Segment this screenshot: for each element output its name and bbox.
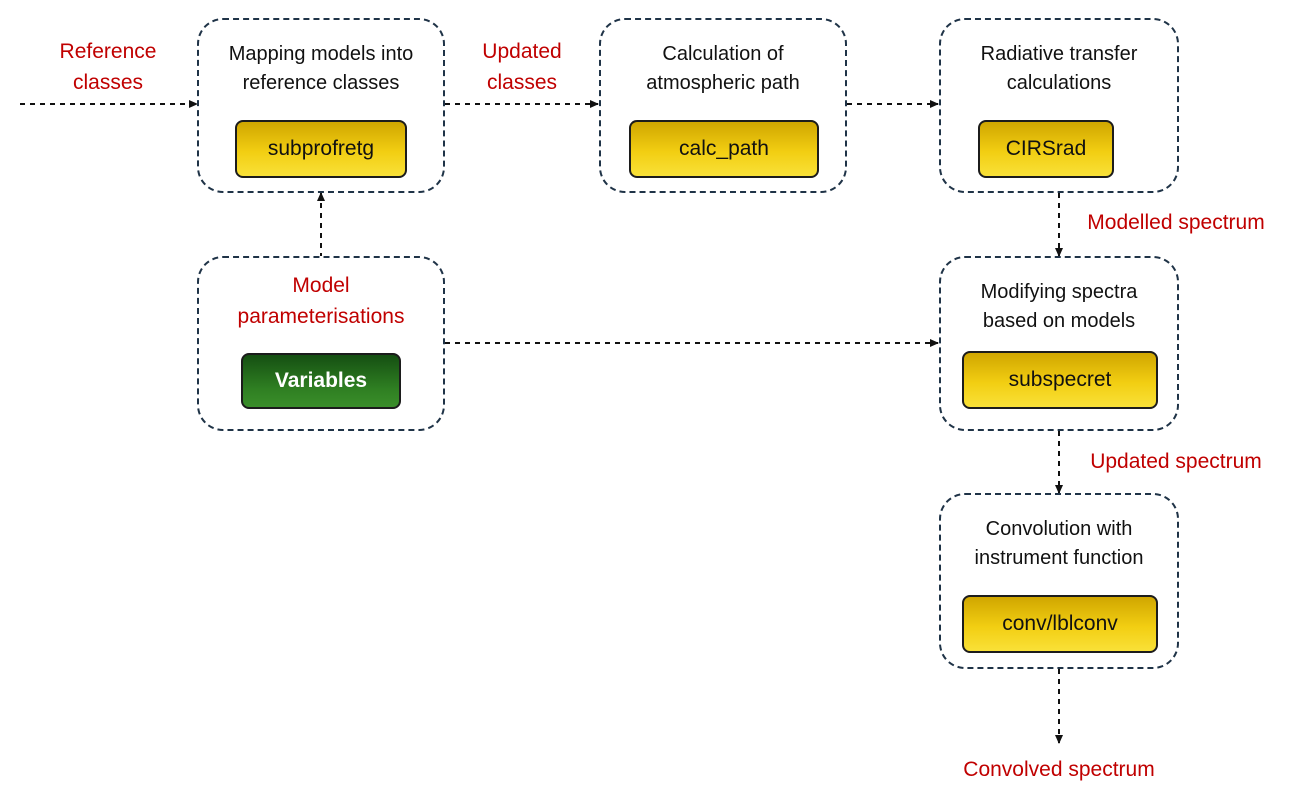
updated-spectrum-label: Updated spectrum xyxy=(1090,450,1262,473)
path-title: Calculation of atmospheric path xyxy=(646,43,800,94)
conv-lblconv-module: conv/lblconv xyxy=(962,595,1158,653)
subspecret-module: subspecret xyxy=(962,351,1158,409)
mapping-title: Mapping models into reference classes xyxy=(228,43,414,94)
mapping-box: Mapping models into reference classes su… xyxy=(197,18,445,193)
convolved-spectrum-label: Convolved spectrum xyxy=(963,758,1155,781)
variables-module: Variables xyxy=(241,353,401,409)
calc-path-module: calc_path xyxy=(629,120,819,178)
modify-box: Modifying spectra based on models subspe… xyxy=(939,256,1179,431)
cirsrad-module: CIRSrad xyxy=(978,120,1114,178)
path-box: Calculation of atmospheric path calc_pat… xyxy=(599,18,847,193)
params-title: Model parameterisations xyxy=(237,274,405,328)
params-box: Model parameterisations Variables xyxy=(197,256,445,431)
radiative-title: Radiative transfer calculations xyxy=(980,43,1138,94)
reference-classes-label: Reference classes xyxy=(59,40,157,94)
modelled-spectrum-label: Modelled spectrum xyxy=(1087,211,1265,234)
radiative-box: Radiative transfer calculations CIRSrad xyxy=(939,18,1179,193)
subprofretg-module: subprofretg xyxy=(235,120,407,178)
convolve-box: Convolution with instrument function con… xyxy=(939,493,1179,669)
modify-title: Modifying spectra based on models xyxy=(980,281,1138,332)
updated-classes-label: Updated classes xyxy=(482,40,562,94)
convolve-title: Convolution with instrument function xyxy=(974,518,1144,569)
